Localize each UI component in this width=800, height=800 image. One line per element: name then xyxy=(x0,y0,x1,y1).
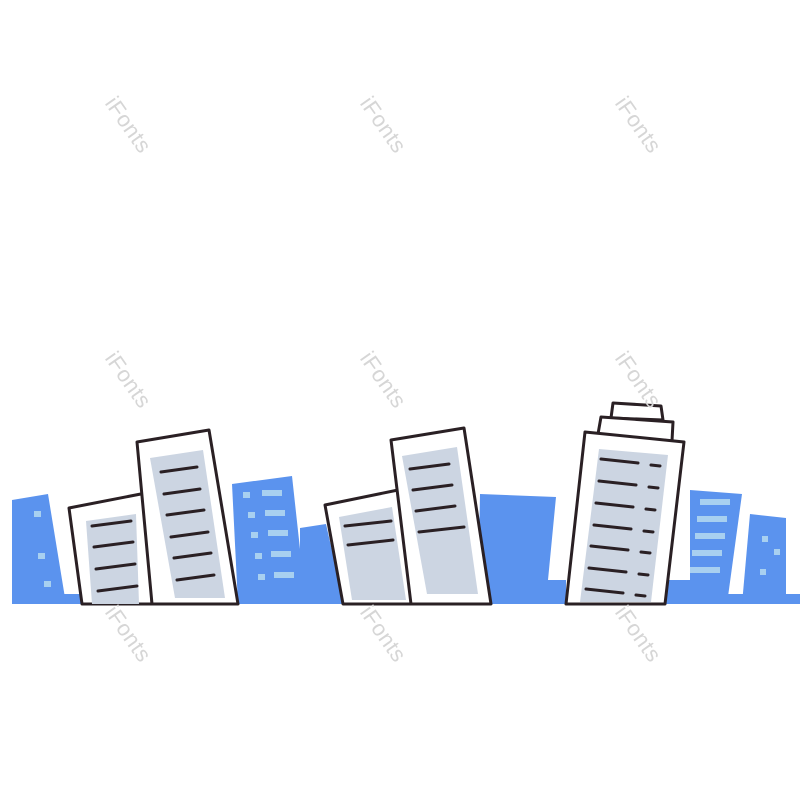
window-dash xyxy=(44,581,51,587)
window-dash xyxy=(692,550,722,556)
bg-building-middle-low xyxy=(300,524,344,604)
bg-building-far-right xyxy=(742,514,786,604)
building-left-short xyxy=(67,491,154,606)
bg-building-right-center xyxy=(478,494,566,604)
bg-building-far-left xyxy=(12,494,66,604)
background-windows xyxy=(34,490,780,587)
window-dash xyxy=(265,510,285,516)
window-dash xyxy=(34,511,41,517)
window-dash xyxy=(695,533,725,539)
bg-building-right xyxy=(690,490,742,604)
window-dash xyxy=(262,490,282,496)
window-dash xyxy=(762,536,768,542)
window-dash xyxy=(274,572,294,578)
window-dash xyxy=(248,512,255,518)
building-left-tall xyxy=(135,428,240,606)
window-dash xyxy=(774,549,780,555)
window-dash xyxy=(700,499,730,505)
window-dash xyxy=(255,553,262,559)
window-dash xyxy=(760,569,766,575)
window-dash xyxy=(243,492,250,498)
window-dash xyxy=(271,551,291,557)
bg-building-right-gap-fill xyxy=(664,580,690,604)
building-right-tower xyxy=(564,401,686,606)
window-dash xyxy=(251,532,258,538)
window-dash xyxy=(38,553,45,559)
window-dash xyxy=(258,574,265,580)
window-dash xyxy=(690,567,720,573)
window-dash xyxy=(697,516,727,522)
window-dash xyxy=(268,530,288,536)
building-center-tall xyxy=(389,426,493,606)
